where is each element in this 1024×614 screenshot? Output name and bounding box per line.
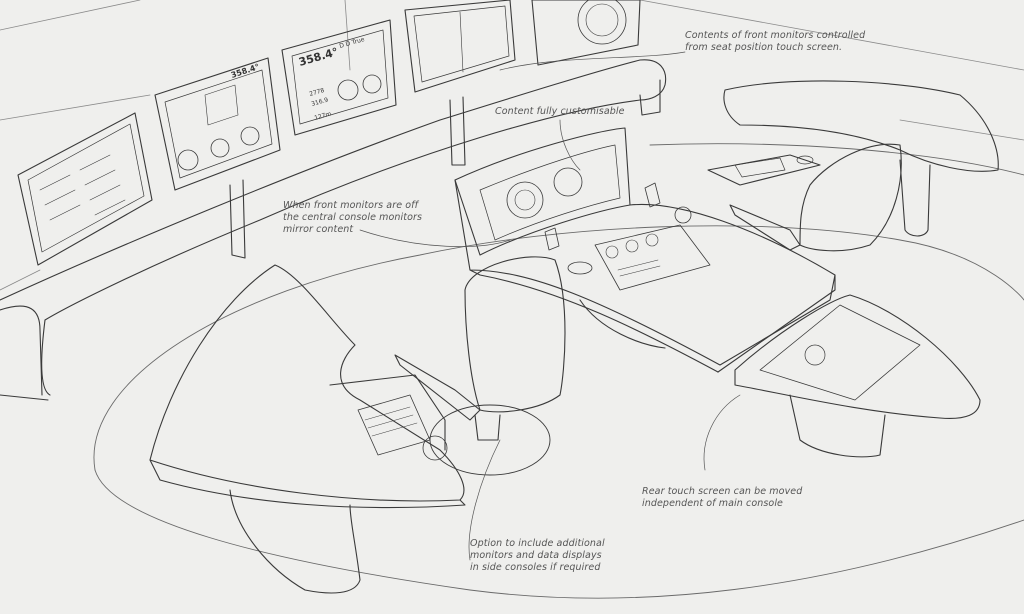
- annotation-line: independent of main console: [642, 498, 784, 509]
- monitor-1: [17, 112, 153, 266]
- left-side-console: [149, 264, 466, 594]
- monitor-4: [404, 0, 516, 93]
- annotation-line: the central console monitors: [283, 212, 423, 223]
- floor-platform: [93, 143, 1024, 599]
- annotation-line: Rear touch screen can be moved: [642, 486, 803, 497]
- annotation-option: Option to include additional monitors an…: [470, 538, 605, 574]
- leader-lines: [359, 51, 741, 561]
- annotation-line: Contents of front monitors controlled: [685, 30, 866, 41]
- left-chair: [394, 256, 566, 476]
- annotation-line: Content fully customisable: [495, 106, 625, 117]
- annotation-line: monitors and data displays: [470, 550, 602, 561]
- monitor-readouts: 358.4° 358.4° D D True 2778 316.9 127m: [230, 36, 366, 122]
- value-readout-1: 2778: [309, 87, 326, 98]
- right-rear-console: [734, 294, 981, 458]
- annotation-front-monitors: Contents of front monitors controlled fr…: [685, 30, 865, 54]
- annotation-line: mirror content: [283, 224, 354, 235]
- value-readout-3: 127m: [314, 110, 333, 122]
- monitor-2: [154, 57, 281, 191]
- front-monitors: [17, 0, 641, 266]
- heading-readout-b: 358.4°: [297, 45, 339, 69]
- far-right-console: [707, 80, 999, 237]
- value-readout-2: 316.9: [311, 96, 330, 108]
- annotation-line: Option to include additional: [470, 538, 605, 549]
- annotation-line: in side consoles if required: [470, 562, 601, 573]
- front-desk: [0, 59, 667, 401]
- right-chair: [729, 143, 902, 252]
- annotation-line: from seat position touch screen.: [685, 42, 843, 53]
- mode-readout: D D True: [339, 36, 366, 50]
- monitor-5: [531, 0, 641, 66]
- annotation-content: Content fully customisable: [495, 106, 625, 118]
- annotation-rear-touch: Rear touch screen can be moved independe…: [642, 486, 802, 510]
- central-console: [454, 127, 836, 373]
- monitor-3: [281, 19, 397, 136]
- room-outline: [0, 0, 1024, 291]
- annotation-mirror: When front monitors are off the central …: [283, 200, 422, 236]
- annotation-line: When front monitors are off: [283, 200, 419, 211]
